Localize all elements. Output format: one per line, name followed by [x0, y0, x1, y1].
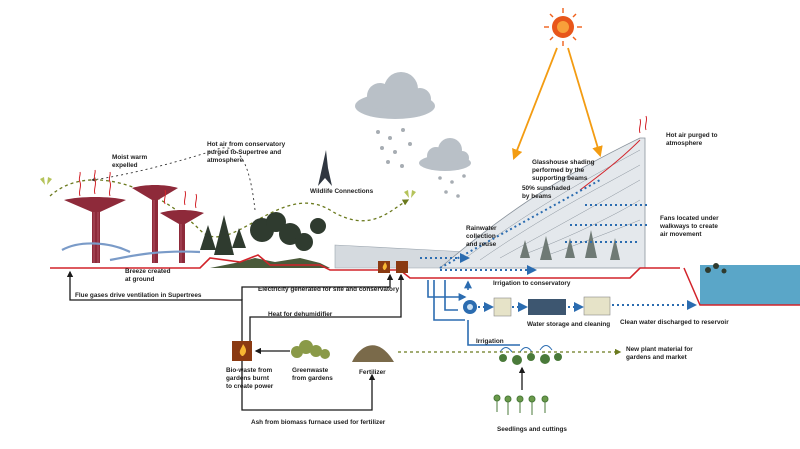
sun-icon: [544, 8, 582, 46]
label-fertilizer: Fertilizer: [359, 369, 386, 376]
label-sunshaded: 50% sunshaded by beams: [522, 185, 572, 200]
flame-icon: [378, 261, 390, 273]
label-biowaste: Bio-waste from gardens burnt to create p…: [226, 367, 274, 390]
sun-ray-right: [567, 47, 603, 158]
filter-icon: [583, 296, 611, 316]
label-breeze: Breeze created at ground: [125, 268, 172, 283]
label-water-storage: Water storage and cleaning: [527, 321, 610, 328]
cloud-icon: [355, 72, 435, 119]
irrigation-flow: [467, 320, 520, 346]
flame-icon: [232, 341, 252, 361]
label-hot-air-conservatory: Hot air from conservatory purged to Supe…: [207, 141, 287, 164]
bird-icon: [318, 150, 332, 186]
label-greenwaste: Greenwaste from gardens: [292, 367, 333, 382]
label-glasshouse-shading: Glasshouse shading performed by the supp…: [532, 159, 596, 182]
rain-drops-1: [376, 128, 412, 168]
garden-trees: [200, 212, 326, 255]
label-moist-warm: Moist warm expelled: [112, 154, 149, 169]
greenwaste: [291, 340, 330, 359]
label-irrigation: Irrigation: [476, 338, 504, 345]
glasshouse: [438, 137, 646, 269]
fertilizer-pile: [352, 345, 394, 362]
breeze-arrows: [61, 242, 201, 262]
label-seedlings: Seedlings and cuttings: [497, 426, 567, 433]
flue-arrow: [66, 270, 243, 341]
butterfly-icon: [404, 190, 416, 198]
rain-drops-2: [438, 174, 466, 198]
storage-tank: [528, 299, 566, 315]
supertree: [64, 185, 204, 263]
heat-wisps: [78, 115, 648, 209]
reservoir: [683, 263, 800, 306]
label-flue: Flue gases drive ventilation in Supertre…: [75, 292, 202, 299]
potted-plants: [499, 353, 562, 365]
label-wildlife: Wildlife Connections: [310, 188, 374, 195]
sun-ray-left: [512, 47, 558, 161]
label-hot-air-purged: Hot air purged to atmosphere: [666, 132, 719, 147]
seedlings: [493, 394, 549, 415]
biowaste-down: [241, 361, 376, 411]
label-rainwater: Rainwater collection and reuse: [466, 225, 498, 248]
label-clean-water: Clean water discharged to reservoir: [620, 319, 729, 326]
label-ash: Ash from biomass furnace used for fertil…: [251, 419, 386, 426]
heat-arrow: [249, 273, 405, 341]
filter-icon: [493, 297, 512, 317]
butterfly-icon: [40, 177, 52, 185]
sprinklers: [499, 345, 553, 353]
garden-ground: [210, 258, 330, 268]
cloud-icon: [419, 138, 471, 171]
generator-box: [396, 261, 408, 273]
water-line-3: [444, 280, 458, 311]
label-new-plant: New plant material for gardens and marke…: [626, 346, 695, 361]
pump-icon: [463, 300, 477, 314]
hot-air-path: [91, 147, 256, 211]
label-irrigation-conservatory: Irrigation to conservatory: [493, 280, 571, 287]
hot-air-glasshouse: [579, 139, 641, 191]
water-line-1: [427, 280, 467, 301]
electricity-arrow: [241, 273, 394, 300]
ground-line: [50, 254, 680, 279]
label-fans: Fans located under walkways to create ai…: [659, 215, 720, 238]
label-heat-dehumidifier: Heat for dehumidifier: [268, 311, 333, 318]
supertree-lines: [93, 200, 182, 263]
water-line-2: [433, 280, 465, 321]
label-electricity: Electricity generated for site and conse…: [258, 286, 399, 293]
